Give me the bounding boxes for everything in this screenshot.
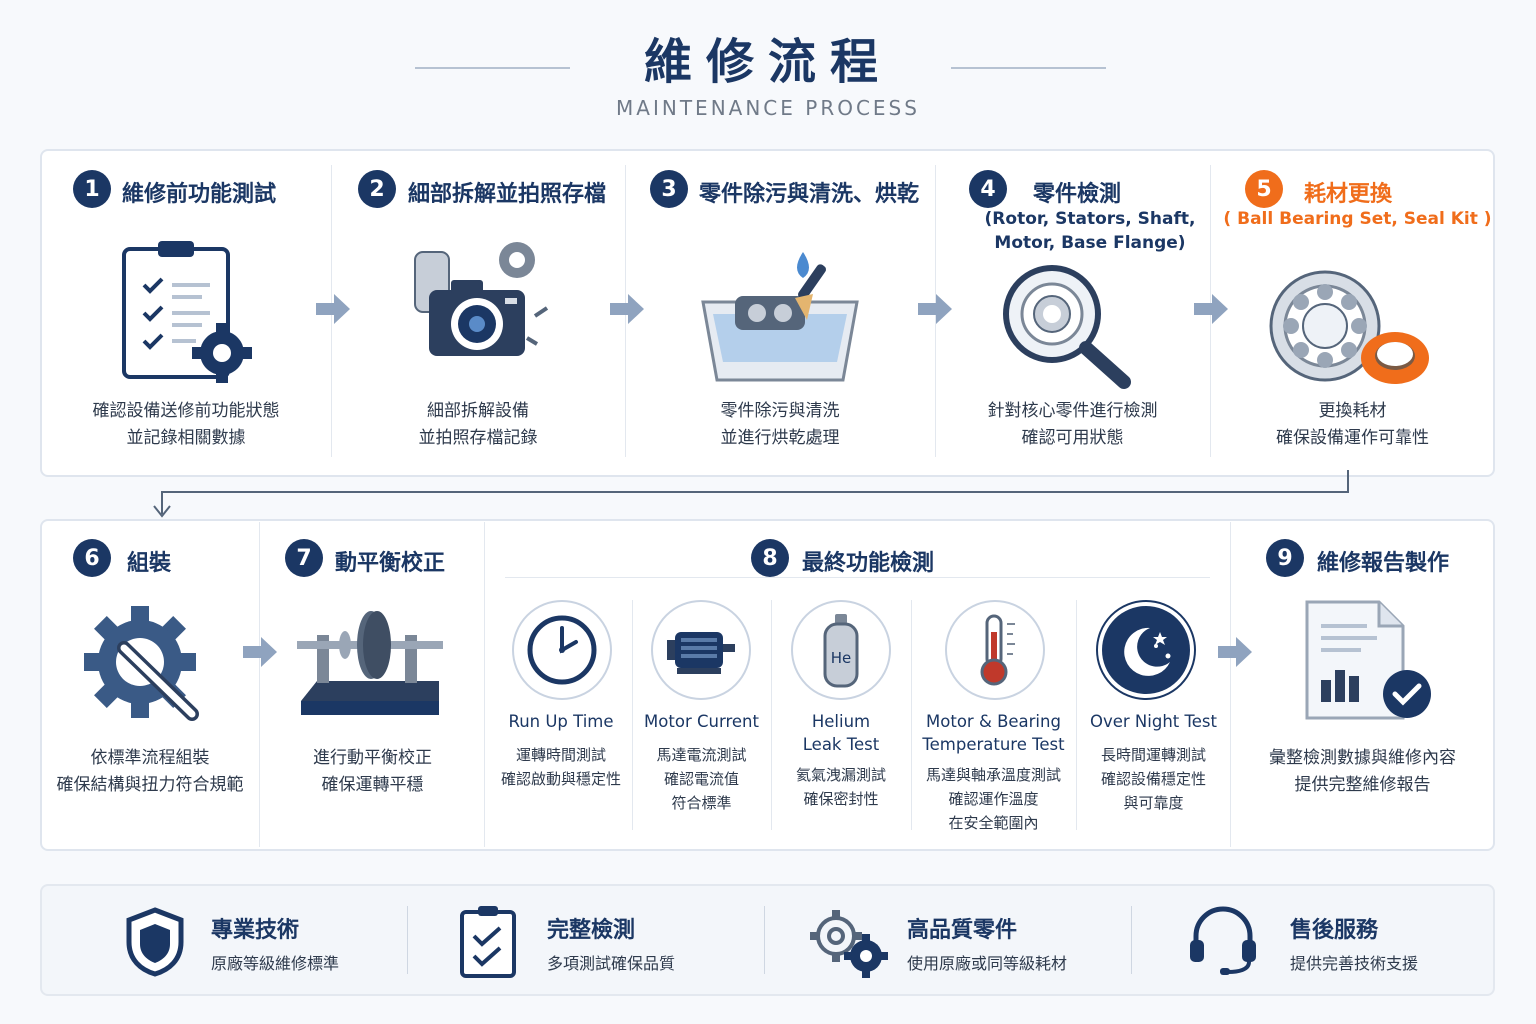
title-line-right [951, 67, 1106, 69]
step-4-sub-2: Motor, Base Flange) [994, 233, 1186, 253]
feature-2-desc: 多項測試確保品質 [547, 954, 676, 973]
test-5-desc-2: 確認設備穩定性 [1100, 770, 1206, 788]
feature-1-desc: 原廠等級維修標準 [211, 954, 340, 973]
step-8-badge: 8 [751, 539, 789, 577]
magnifier-bearing-icon [1003, 265, 1131, 389]
arrow-right-icon [243, 637, 277, 667]
step-6-desc-2: 確保結構與扭力符合規範 [56, 775, 244, 795]
thermometer-icon [980, 614, 1015, 686]
step-5-desc-1: 更換耗材 [1318, 401, 1387, 421]
arrow-right-icon [918, 294, 952, 324]
step-4-title: 零件檢測 [1033, 182, 1122, 207]
test-1-desc-1: 運轉時間測試 [515, 746, 606, 764]
step-9-desc-1: 彙整檢測數據與維修內容 [1269, 748, 1456, 768]
over-night-test [1096, 600, 1196, 700]
step-6-desc-1: 依標準流程組裝 [90, 748, 210, 768]
motor-current-test [651, 600, 751, 700]
temperature-test [945, 600, 1045, 700]
step-2-badge: 2 [358, 170, 396, 208]
bearing-seal-icon [1269, 270, 1429, 384]
row-connector-arrow [153, 470, 1349, 518]
arrow-right-icon [1194, 294, 1228, 324]
clipboard-gear-icon [122, 241, 252, 383]
test-1-label-1: Run Up Time [508, 712, 614, 731]
test-2-desc-2: 確認電流值 [663, 770, 739, 788]
helium-cylinder-icon: He [823, 614, 859, 688]
test-5-desc-1: 長時間運轉測試 [1100, 746, 1206, 764]
test-1-desc-2: 確認啟動與穩定性 [500, 770, 621, 788]
arrow-right-icon [610, 294, 644, 324]
shield-icon [126, 907, 184, 977]
test-4-desc-3: 在安全範圍內 [948, 814, 1039, 832]
helium-leak-test: He [791, 600, 891, 700]
step-3-title: 零件除污與清洗、烘乾 [699, 182, 920, 207]
step-6-badge: 6 [73, 539, 111, 577]
step-6-title: 組裝 [127, 551, 172, 576]
step-1-badge: 1 [73, 170, 111, 208]
test-4-desc-2: 確認運作溫度 [948, 790, 1039, 808]
step-2-title: 細部拆解並拍照存檔 [408, 182, 607, 207]
feature-1-title: 專業技術 [211, 918, 300, 943]
step-2-desc-2: 並拍照存檔記錄 [418, 428, 538, 448]
step-1-desc-2: 並記錄相關數據 [126, 428, 246, 448]
test-4-label-2: Temperature Test [922, 735, 1065, 754]
feature-3-title: 高品質零件 [907, 918, 1018, 943]
step-7-desc-2: 確保運轉平穩 [321, 775, 424, 795]
wrench-gear-icon [84, 606, 199, 721]
step-2-desc-1: 細部拆解設備 [427, 401, 529, 421]
step-9-desc-2: 提供完整維修報告 [1294, 775, 1431, 795]
test-2-desc-1: 馬達電流測試 [656, 746, 747, 764]
headset-icon [1190, 906, 1256, 975]
balancing-machine-icon [297, 611, 443, 715]
test-3-label-1: Helium [811, 712, 871, 731]
step-3-desc-2: 並進行烘乾處理 [720, 428, 840, 448]
step-9-badge: 9 [1266, 539, 1304, 577]
step-4-badge: 4 [969, 170, 1007, 208]
step-5-sub-1: ( Ball Bearing Set, Seal Kit ) [1223, 209, 1492, 229]
step-4-desc-2: 確認可用狀態 [1021, 428, 1124, 448]
feature-4-desc: 提供完善技術支援 [1290, 954, 1419, 973]
step-4-desc-1: 針對核心零件進行檢測 [987, 401, 1158, 421]
step-7-desc-1: 進行動平衡校正 [313, 748, 432, 768]
page-title: 維修流程 [643, 34, 892, 90]
test-3-desc-1: 氦氣洩漏測試 [795, 766, 886, 784]
test-3-label-2: Leak Test [802, 735, 880, 754]
step-7-badge: 7 [285, 539, 323, 577]
step-8-title: 最終功能檢測 [802, 551, 935, 576]
motor-icon [667, 632, 735, 674]
arrow-right-icon [1218, 637, 1252, 667]
cleaning-tray-icon [701, 252, 859, 382]
test-3-desc-2: 確保密封性 [803, 790, 879, 808]
step-5-desc-2: 確保設備運作可靠性 [1276, 428, 1429, 448]
gears-icon [810, 910, 888, 978]
feature-4-title: 售後服務 [1290, 918, 1379, 943]
arrow-right-icon [316, 294, 350, 324]
step-5-title: 耗材更換 [1304, 182, 1393, 207]
test-5-label-1: Over Night Test [1090, 712, 1217, 731]
title-line-left [415, 67, 570, 69]
step-1-title: 維修前功能測試 [122, 182, 277, 207]
test-4-desc-1: 馬達與軸承溫度測試 [925, 766, 1061, 784]
moon-stars-icon [1102, 606, 1190, 694]
test-2-desc-3: 符合標準 [671, 794, 732, 812]
step-4-sub-1: (Rotor, Stators, Shaft, [984, 209, 1196, 229]
run-up-time-test [512, 600, 612, 700]
feature-2-title: 完整檢測 [547, 918, 636, 943]
report-check-icon [1305, 600, 1431, 720]
camera-parts-icon [414, 242, 549, 356]
test-2-label-1: Motor Current [644, 712, 759, 731]
step-3-badge: 3 [650, 170, 688, 208]
page-subtitle: MAINTENANCE PROCESS [616, 96, 920, 120]
test-5-desc-3: 與可靠度 [1123, 794, 1184, 812]
checklist-icon [460, 906, 516, 978]
step-9-title: 維修報告製作 [1317, 551, 1450, 576]
clock-icon [527, 615, 597, 685]
step-5-badge: 5 [1245, 170, 1283, 208]
helium-cylinder-label: He [831, 649, 852, 667]
step-1-desc-1: 確認設備送修前功能狀態 [92, 401, 280, 421]
step-7-title: 動平衡校正 [335, 551, 446, 576]
step-3-desc-1: 零件除污與清洗 [720, 401, 840, 421]
test-4-label-1: Motor & Bearing [926, 712, 1061, 731]
feature-3-desc: 使用原廠或同等級耗材 [907, 954, 1068, 973]
